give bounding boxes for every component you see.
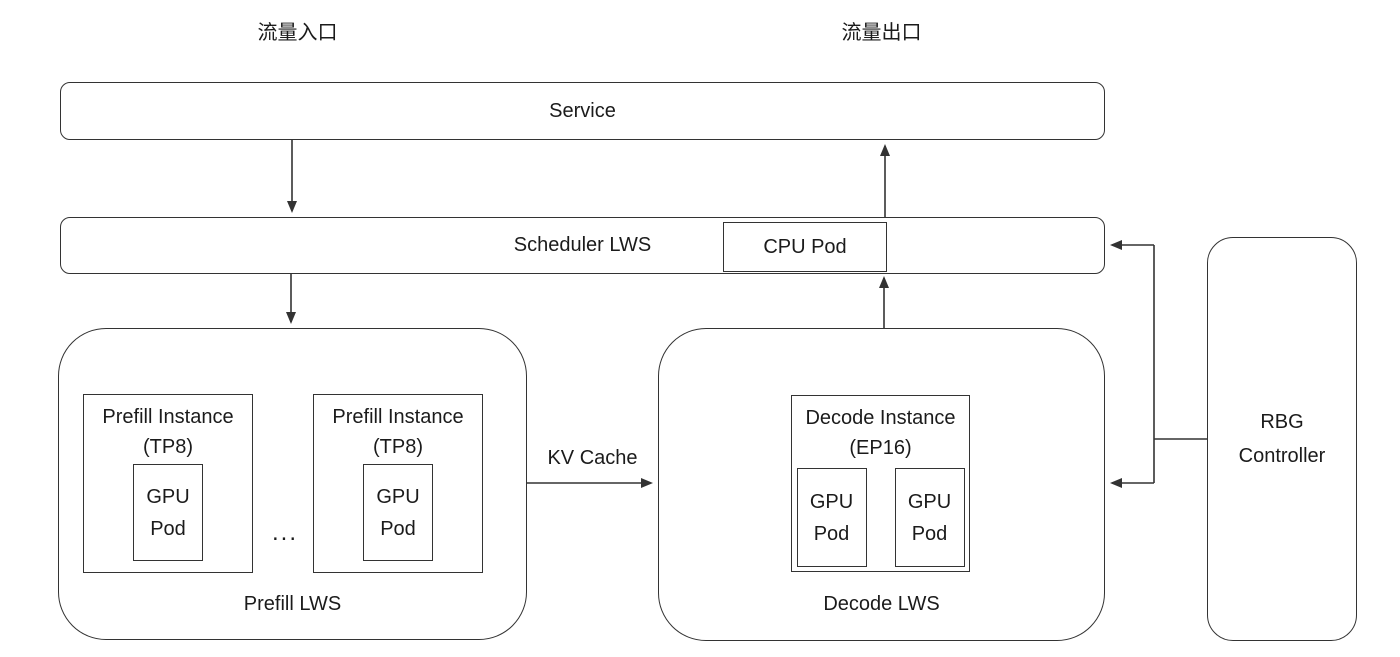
decode-instance: Decode Instance (EP16) GPU Pod GPU Pod: [791, 395, 970, 572]
gpu-pod-line2: Pod: [911, 522, 948, 545]
prefill-instance-2: Prefill Instance (TP8) GPU Pod: [313, 394, 483, 573]
service-bar: Service: [60, 82, 1105, 140]
prefill-instance-2-subtitle: (TP8): [373, 436, 423, 458]
gpu-pod-line1: GPU: [376, 485, 420, 508]
rbg-controller-line2: Controller: [1238, 445, 1326, 467]
service-label: Service: [549, 99, 616, 122]
prefill-instance-1-gpu-pod: GPU Pod: [133, 464, 203, 561]
prefill-lws-label: Prefill LWS: [243, 593, 342, 615]
kv-cache-label: KV Cache: [547, 447, 638, 469]
scheduler-label: Scheduler LWS: [513, 234, 652, 256]
gpu-pod-line2: Pod: [813, 522, 850, 545]
scheduler-bar: Scheduler LWS: [60, 217, 1105, 274]
prefill-instance-2-title: Prefill Instance: [332, 406, 464, 428]
decode-instance-subtitle: (EP16): [849, 437, 912, 459]
decode-gpu-pods-row: GPU Pod GPU Pod: [796, 468, 965, 567]
gpu-pod-line1: GPU: [146, 485, 190, 508]
decode-instance-title: Decode Instance: [805, 407, 956, 429]
gpu-pod-line2: Pod: [380, 517, 416, 540]
prefill-instance-2-gpu-pod: GPU Pod: [363, 464, 433, 561]
prefill-ellipsis: ...: [272, 519, 299, 546]
traffic-in-label: 流量入口: [257, 22, 338, 44]
cpu-pod-label: CPU Pod: [763, 235, 847, 258]
rbg-controller-box: RBG Controller: [1207, 237, 1357, 641]
prefill-instance-1: Prefill Instance (TP8) GPU Pod: [83, 394, 253, 573]
prefill-instance-1-title: Prefill Instance: [102, 406, 234, 428]
gpu-pod-line1: GPU: [809, 490, 854, 513]
cpu-pod-box: CPU Pod: [723, 222, 887, 272]
decode-lws-label: Decode LWS: [823, 593, 940, 615]
gpu-pod-line2: Pod: [150, 517, 186, 540]
rbg-controller-line1: RBG: [1260, 411, 1304, 433]
decode-gpu-pod-2: GPU Pod: [894, 468, 965, 567]
decode-gpu-pod-1: GPU Pod: [796, 468, 867, 567]
traffic-out-label: 流量出口: [841, 22, 922, 44]
gpu-pod-line1: GPU: [907, 490, 952, 513]
prefill-instance-1-subtitle: (TP8): [143, 436, 193, 458]
